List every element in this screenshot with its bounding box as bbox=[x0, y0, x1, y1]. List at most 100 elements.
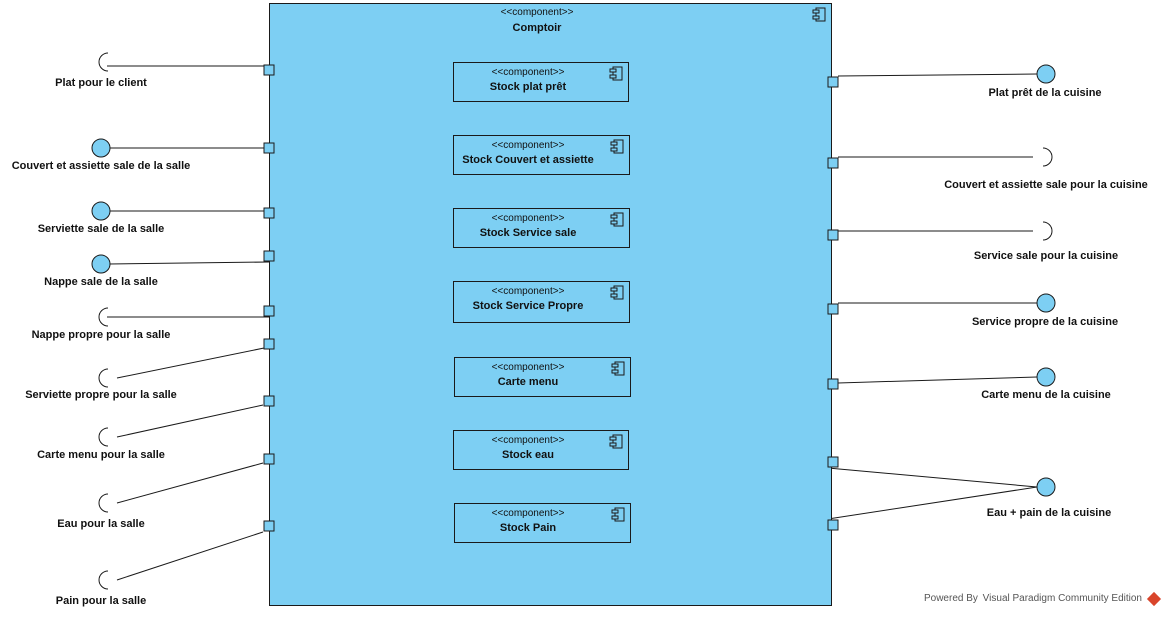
interface-label-nappe-propre-salle: Nappe propre pour la salle bbox=[31, 329, 171, 341]
container-title: Comptoir bbox=[512, 22, 562, 34]
required-interface-socket-eau-salle bbox=[98, 493, 109, 513]
interface-label-serviette-propre-salle: Serviette propre pour la salle bbox=[25, 389, 177, 401]
required-interface-socket-nappe-propre-salle bbox=[98, 307, 109, 327]
port-left bbox=[263, 142, 275, 154]
component-icon-tab bbox=[609, 68, 617, 73]
component-stereotype: <<component>> bbox=[491, 286, 565, 297]
port-left bbox=[263, 453, 275, 465]
component-stereotype: <<component>> bbox=[491, 67, 565, 78]
interface-label-eau-salle: Eau pour la salle bbox=[57, 518, 145, 530]
component-icon-body bbox=[612, 434, 623, 449]
interface-label-carte-menu-cuisine: Carte menu de la cuisine bbox=[981, 389, 1111, 401]
component-c2 bbox=[453, 135, 630, 175]
required-interface-socket-plat-client bbox=[98, 52, 109, 72]
interface-label-service-propre-cuisine: Service propre de la cuisine bbox=[971, 316, 1119, 328]
provided-interface-serviette-sale-salle bbox=[91, 201, 111, 221]
component-icon-tab bbox=[610, 287, 618, 292]
port-left bbox=[263, 520, 275, 532]
provided-interface-service-propre-cuisine bbox=[1036, 293, 1056, 313]
component-c6 bbox=[453, 430, 629, 470]
component-stereotype: <<component>> bbox=[491, 508, 565, 519]
component-icon-tab bbox=[611, 515, 619, 520]
component-icon bbox=[611, 361, 625, 376]
component-icon-body bbox=[614, 361, 625, 376]
component-icon-tab bbox=[812, 9, 820, 14]
component-icon-tab bbox=[610, 141, 618, 146]
component-stereotype: <<component>> bbox=[491, 140, 565, 151]
port-left bbox=[263, 250, 275, 262]
port-right bbox=[827, 378, 839, 390]
component-name-stock-eau[interactable]: Stock eau bbox=[502, 449, 554, 461]
component-icon bbox=[610, 212, 624, 227]
port-right bbox=[827, 157, 839, 169]
connector-carte-menu-salle bbox=[116, 404, 264, 438]
component-icon-tab bbox=[610, 214, 618, 219]
component-icon-body bbox=[613, 212, 624, 227]
component-icon-body bbox=[613, 139, 624, 154]
connector-serviette-propre-salle bbox=[116, 346, 270, 379]
component-name-stock-pain[interactable]: Stock Pain bbox=[499, 522, 557, 534]
container-stereotype: <<component>> bbox=[500, 7, 574, 18]
component-stereotype: <<component>> bbox=[491, 435, 565, 446]
component-icon-body bbox=[614, 507, 625, 522]
component-c4 bbox=[453, 281, 630, 323]
port-left bbox=[263, 338, 275, 350]
connector-nappe-sale-salle bbox=[108, 261, 270, 265]
component-c7 bbox=[454, 503, 631, 543]
port-left bbox=[263, 395, 275, 407]
required-interface-socket-pain-salle bbox=[98, 570, 109, 590]
component-icon-body bbox=[613, 285, 624, 300]
interface-label-service-sale-cuisine: Service sale pour la cuisine bbox=[973, 250, 1119, 262]
component-icon-tab bbox=[609, 436, 617, 441]
component-icon-tab bbox=[609, 74, 617, 79]
interface-label-plat-pret-cuisine: Plat prêt de la cuisine bbox=[988, 87, 1102, 99]
port-right bbox=[827, 76, 839, 88]
required-interface-socket-serviette-propre-salle bbox=[98, 368, 109, 388]
port-right bbox=[827, 229, 839, 241]
component-c3 bbox=[453, 208, 630, 248]
interface-label-plat-client: Plat pour le client bbox=[55, 77, 147, 89]
component-icon bbox=[609, 66, 623, 81]
port-right bbox=[827, 519, 839, 531]
component-name-carte-menu[interactable]: Carte menu bbox=[497, 376, 559, 388]
component-icon-tab bbox=[611, 369, 619, 374]
component-icon bbox=[611, 507, 625, 522]
port-left bbox=[263, 207, 275, 219]
component-c5 bbox=[454, 357, 631, 397]
component-icon-body bbox=[815, 7, 826, 22]
component-icon-tab bbox=[812, 15, 820, 20]
connector-eau-salle bbox=[116, 462, 264, 504]
component-name-stock-plat-pret[interactable]: Stock plat prêt bbox=[489, 81, 567, 93]
visual-paradigm-logo-icon bbox=[1146, 591, 1162, 606]
component-icon bbox=[609, 434, 623, 449]
connector-pain-salle bbox=[116, 531, 264, 581]
provided-interface-nappe-sale-salle bbox=[91, 254, 111, 274]
provided-interface-plat-pret-cuisine bbox=[1036, 64, 1056, 84]
component-name-stock-service-sale[interactable]: Stock Service sale bbox=[479, 227, 577, 239]
component-icon bbox=[610, 139, 624, 154]
component-stereotype: <<component>> bbox=[491, 213, 565, 224]
connector-plat-pret-cuisine bbox=[837, 73, 1038, 77]
interface-label-carte-menu-salle: Carte menu pour la salle bbox=[37, 449, 165, 461]
required-interface-socket-carte-menu-salle bbox=[98, 427, 109, 447]
shapes bbox=[91, 3, 1056, 606]
interface-label-couvert-sale-cuisine: Couvert et assiette sale pour la cuisine bbox=[944, 179, 1148, 191]
component-name-stock-couvert[interactable]: Stock Couvert et assiette bbox=[462, 154, 594, 166]
component-icon bbox=[812, 7, 826, 22]
port-left bbox=[263, 64, 275, 76]
component-stereotype: <<component>> bbox=[491, 362, 565, 373]
component-icon bbox=[610, 285, 624, 300]
connector-carte-menu-cuisine bbox=[837, 376, 1038, 384]
footer-text: Powered By Visual Paradigm Community Edi… bbox=[923, 593, 1142, 604]
component-icon-body bbox=[612, 66, 623, 81]
component-name-stock-service-propre[interactable]: Stock Service Propre bbox=[472, 300, 584, 312]
provided-interface-carte-menu-cuisine bbox=[1036, 367, 1056, 387]
required-interface-socket-couvert-sale-cuisine bbox=[1042, 147, 1053, 167]
interface-label-pain-salle: Pain pour la salle bbox=[55, 595, 147, 607]
provided-interface-eau-pain-cuisine bbox=[1036, 477, 1056, 497]
interface-label-nappe-sale-salle: Nappe sale de la salle bbox=[44, 276, 158, 288]
component-icon-tab bbox=[610, 220, 618, 225]
component-icon-tab bbox=[611, 509, 619, 514]
